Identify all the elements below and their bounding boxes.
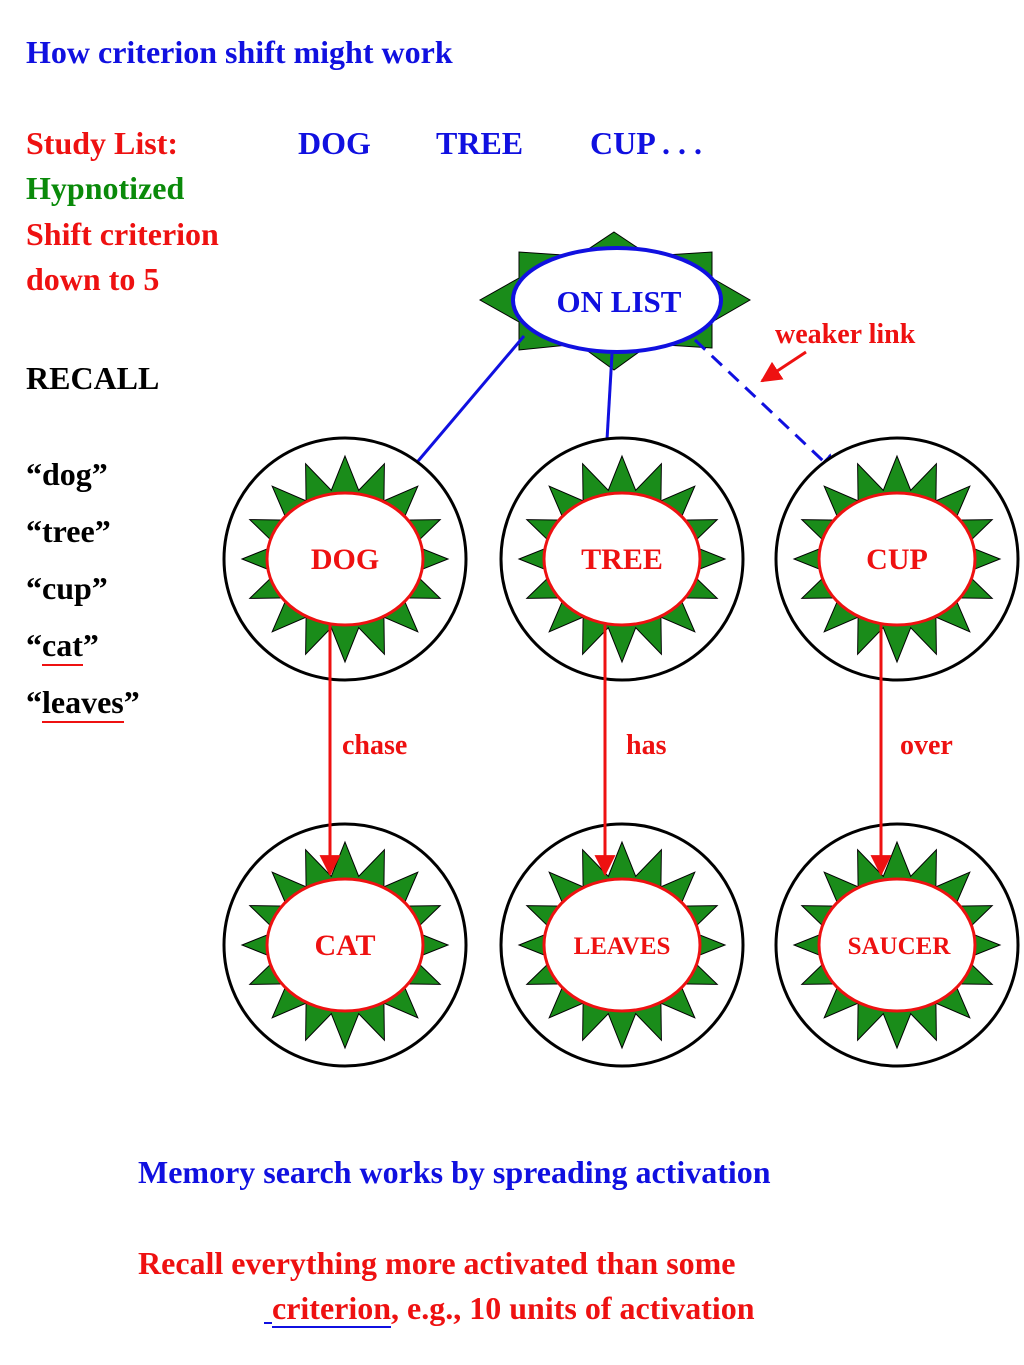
- node-saucer-ellipse: [817, 877, 977, 1013]
- footer-underline-lead: [264, 1292, 272, 1324]
- node-tree: TREE: [499, 436, 745, 682]
- recall-item-tree: “tree”: [26, 513, 111, 549]
- node-cup: CUP: [774, 436, 1020, 682]
- recall-heading: RECALL: [26, 360, 160, 396]
- node-cup-ellipse: [817, 491, 977, 627]
- node-leaves: LEAVES: [499, 822, 745, 1068]
- node-cup-label: CUP: [866, 543, 928, 576]
- weaker-link-pointer: [760, 350, 807, 383]
- spreading-activation-diagram: ON LIST weaker link DOG TREE CUP CAT LEA…: [222, 231, 1020, 1068]
- node-saucer-label: SAUCER: [848, 933, 952, 960]
- weaker-link-label: weaker link: [775, 319, 916, 350]
- study-item-tree: TREE: [436, 125, 524, 161]
- link-onlist-dog: [400, 335, 526, 482]
- shift-line-2: down to 5: [26, 261, 160, 297]
- relation-chase-label: chase: [342, 730, 407, 761]
- footer-line-3-rest: , e.g., 10 units of activation: [391, 1290, 755, 1326]
- link-onlist-cup-weak: [693, 338, 839, 476]
- relation-has-label: has: [626, 730, 667, 761]
- node-leaves-ellipse: [542, 877, 702, 1013]
- recall-item-leaves: “leaves”: [26, 684, 140, 723]
- node-dog-label: DOG: [311, 543, 379, 576]
- footer-line-3: criterion, e.g., 10 units of activation: [264, 1290, 755, 1328]
- footer-line-1: Memory search works by spreading activat…: [138, 1154, 771, 1190]
- relation-over-label: over: [900, 730, 953, 761]
- node-cat: CAT: [222, 822, 468, 1068]
- recall-item-cup: “cup”: [26, 570, 108, 606]
- node-cat-label: CAT: [314, 929, 375, 962]
- on-list-hub: ON LIST: [478, 231, 751, 371]
- hub-ellipse: [511, 246, 723, 354]
- recall-item-cat: “cat”: [26, 627, 99, 666]
- condition-label: Hypnotized: [26, 170, 185, 206]
- study-item-dog: DOG: [298, 125, 371, 161]
- node-leaves-label: LEAVES: [574, 933, 671, 960]
- footer-line-2: Recall everything more activated than so…: [138, 1245, 736, 1281]
- node-tree-label: TREE: [581, 543, 663, 576]
- node-dog-ellipse: [265, 491, 425, 627]
- node-saucer: SAUCER: [774, 822, 1020, 1068]
- recall-item-dog: “dog”: [26, 456, 108, 492]
- study-list-label: Study List:: [26, 125, 179, 161]
- node-dog: DOG: [222, 436, 468, 682]
- node-tree-ellipse: [542, 491, 702, 627]
- page-title: How criterion shift might work: [26, 34, 453, 70]
- shift-line-1: Shift criterion: [26, 216, 219, 252]
- hub-label: ON LIST: [557, 284, 682, 319]
- footer-criterion-word: criterion: [272, 1290, 392, 1328]
- study-item-cup: CUP . . .: [590, 125, 702, 161]
- node-cat-ellipse: [265, 877, 425, 1013]
